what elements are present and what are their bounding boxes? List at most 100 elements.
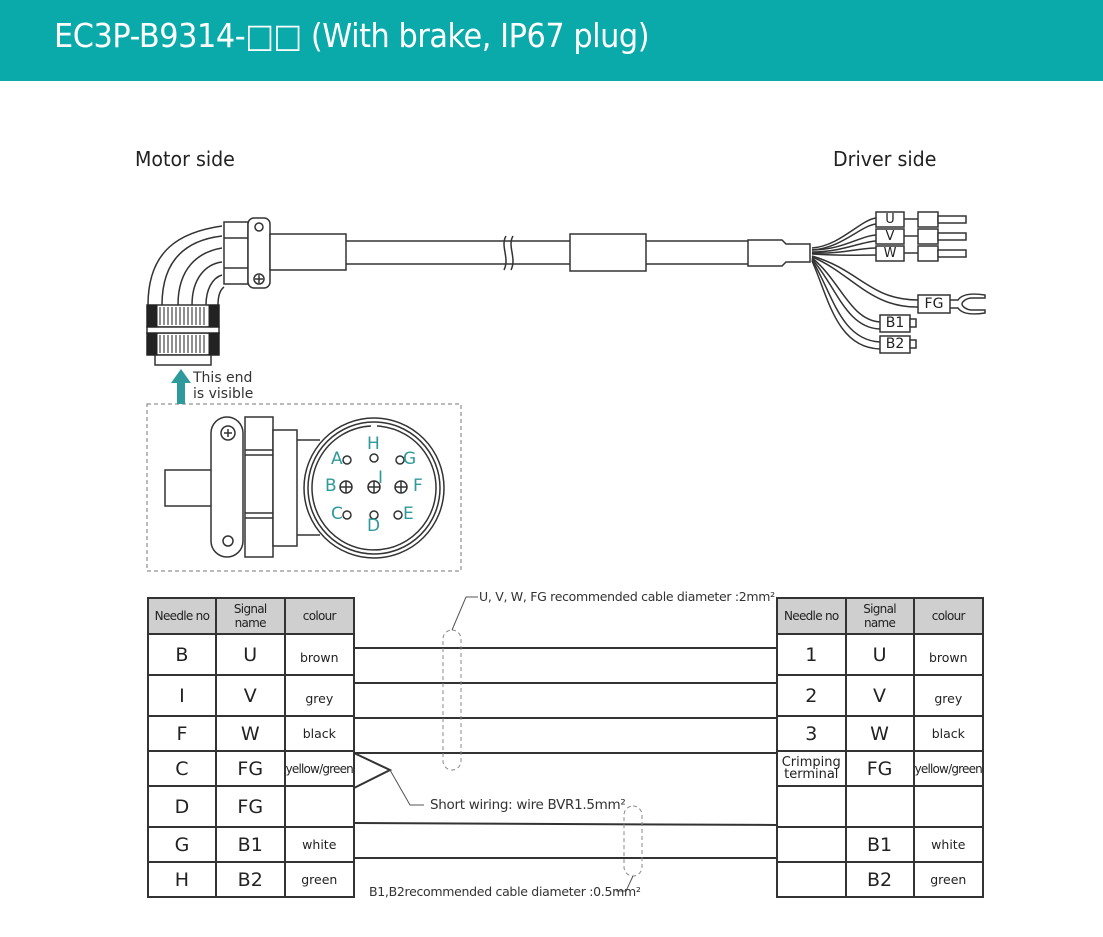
header-needle-no: Needle no: [147, 597, 217, 635]
short-wiring-note: Short wiring: wire BVR1.5mm²: [430, 797, 626, 813]
needle-cell: D: [147, 785, 217, 828]
needle-cell: 1: [776, 633, 847, 676]
table-row: Crimping terminal FG yellow/green: [776, 750, 985, 787]
signal-cell: W: [844, 715, 915, 752]
table-row: F W black: [147, 715, 356, 752]
needle-cell: [776, 826, 847, 863]
connector-face-frame: [146, 403, 462, 572]
colour-cell: white: [283, 826, 356, 863]
signal-cell: FG: [214, 785, 286, 828]
visible-end-note-line1: This end: [193, 370, 253, 386]
colour-cell: green: [283, 861, 356, 898]
table-row: I V grey: [147, 674, 356, 717]
table-header: Needle no Signal name colour: [776, 597, 985, 635]
table-row: H B2 green: [147, 861, 356, 898]
breakout-wires: [811, 217, 919, 350]
terminal-label-b1: B1: [885, 315, 905, 331]
table-row: 1 U brown: [776, 633, 985, 676]
header-signal-name: Signal name: [214, 597, 286, 635]
driver-pinout-table: Needle no Signal name colour 1 U brown 2…: [776, 597, 985, 898]
signal-cell: B1: [214, 826, 286, 863]
wire-connections: [353, 647, 778, 859]
motor-pinout-table: Needle no Signal name colour B U brown I…: [147, 597, 356, 898]
pin-label-c: C: [331, 504, 343, 524]
table-row: B1 white: [776, 826, 985, 863]
visible-end-note: This end is visible: [193, 370, 253, 402]
main-cable: [346, 233, 811, 272]
pin-label-h: H: [367, 434, 380, 454]
colour-cell: yellow/green: [912, 750, 985, 787]
signal-cell: U: [844, 633, 915, 676]
pin-label-a: A: [331, 449, 343, 469]
colour-cell: grey: [912, 674, 985, 717]
needle-cell: G: [147, 826, 217, 863]
terminal-label-u: U: [885, 212, 895, 227]
table-header: Needle no Signal name colour: [147, 597, 356, 635]
signal-cell: B2: [214, 861, 286, 898]
pin-label-b: B: [325, 476, 337, 496]
needle-cell: 2: [776, 674, 847, 717]
signal-cell: B1: [844, 826, 915, 863]
terminal-label-fg: FG: [924, 296, 944, 312]
needle-cell: I: [147, 674, 217, 717]
signal-cell: W: [214, 715, 286, 752]
connector-face-drawing: [164, 416, 445, 559]
signal-cell: [844, 785, 915, 828]
pin-label-f: F: [413, 476, 423, 496]
needle-cell: H: [147, 861, 217, 898]
signal-cell: U: [214, 633, 286, 676]
up-arrow-icon: [171, 369, 191, 404]
table-row: D FG: [147, 785, 356, 828]
page-title: EC3P-B9314-□□ (With brake, IP67 plug): [54, 16, 650, 55]
colour-cell: grey: [283, 674, 356, 717]
needle-cell: B: [147, 633, 217, 676]
table-row: 3 W black: [776, 715, 985, 752]
header-colour: colour: [912, 597, 985, 635]
colour-cell: [283, 785, 356, 828]
table-row: G B1 white: [147, 826, 356, 863]
needle-cell: 3: [776, 715, 847, 752]
table-row: C FG yellow/green: [147, 750, 356, 787]
colour-cell: brown: [283, 633, 356, 676]
power-cable-note: U, V, W, FG recommended cable diameter :…: [479, 589, 775, 604]
driver-terminals: [875, 211, 986, 354]
signal-cell: V: [844, 674, 915, 717]
needle-cell: C: [147, 750, 217, 787]
signal-cell: B2: [844, 861, 915, 898]
needle-cell-line2: terminal: [784, 766, 839, 782]
knurl-lines: [146, 304, 220, 356]
table-row: 2 V grey: [776, 674, 985, 717]
visible-end-note-line2: is visible: [193, 386, 254, 402]
header-signal-name: Signal name: [844, 597, 915, 635]
needle-cell: [776, 861, 847, 898]
terminal-label-w: W: [883, 246, 897, 261]
signal-cell: V: [214, 674, 286, 717]
leader-lines: [389, 596, 634, 892]
signal-cell: FG: [844, 750, 915, 787]
colour-cell: white: [912, 826, 985, 863]
colour-cell: brown: [912, 633, 985, 676]
terminal-label-b2: B2: [885, 336, 905, 352]
colour-cell: black: [283, 715, 356, 752]
colour-cell: black: [912, 715, 985, 752]
driver-side-label: Driver side: [833, 147, 937, 171]
table-row: B U brown: [147, 633, 356, 676]
motor-connector-drawing: [146, 217, 347, 366]
table-row: [776, 785, 985, 828]
pin-label-g: G: [403, 449, 417, 469]
needle-cell-line1: Crimping: [781, 754, 841, 770]
pin-label-e: E: [403, 504, 414, 524]
terminal-label-v: V: [885, 229, 895, 244]
colour-cell: green: [912, 861, 985, 898]
header-colour: colour: [283, 597, 356, 635]
needle-cell: Crimping terminal: [776, 750, 847, 787]
table-row: B2 green: [776, 861, 985, 898]
title-banner: EC3P-B9314-□□ (With brake, IP67 plug): [0, 0, 1103, 81]
needle-cell: [776, 785, 847, 828]
colour-cell: [912, 785, 985, 828]
colour-cell: yellow/green: [283, 750, 356, 787]
signal-cell: FG: [214, 750, 286, 787]
pin-label-i: I: [378, 468, 384, 488]
needle-cell: F: [147, 715, 217, 752]
